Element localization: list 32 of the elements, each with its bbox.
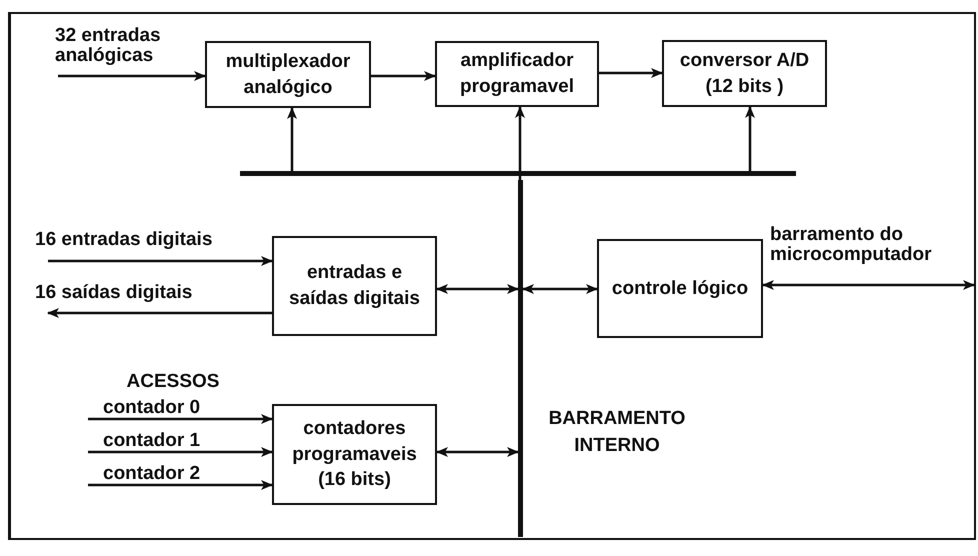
arrow: [88, 480, 273, 490]
bus-bar: [518, 180, 523, 537]
arrow: [436, 284, 519, 294]
arrow: [436, 447, 519, 457]
edge-label: 32 entradas analógicas: [55, 26, 162, 66]
arrow: [762, 280, 975, 290]
process-box: controle lógico: [597, 239, 763, 338]
arrow: [58, 71, 206, 81]
process-box: conversor A/D (12 bits ): [662, 40, 827, 107]
edge-label: barramento do microcomputador: [770, 225, 933, 265]
bus-label: BARRAMENTO INTERNO: [548, 407, 686, 458]
arrow: [48, 256, 273, 266]
edge-label: contador 1: [103, 431, 202, 451]
arrow: [47, 308, 272, 318]
edge-label: contador 2: [103, 464, 202, 484]
edge-label: 16 entradas digitais: [35, 230, 214, 250]
arrow: [599, 68, 663, 78]
arrow: [522, 284, 598, 294]
section-label: ACESSOS: [126, 372, 220, 392]
process-box: contadores programaveis (16 bits): [272, 404, 437, 505]
arrow: [88, 447, 273, 457]
process-box: multiplexador analógico: [205, 41, 371, 108]
arrow: [515, 106, 525, 180]
bus-bar: [240, 171, 796, 176]
edge-label: contador 0: [103, 398, 202, 418]
arrow: [371, 71, 436, 81]
process-box: entradas e saídas digitais: [272, 236, 437, 336]
edge-label: 16 saídas digitais: [35, 283, 194, 303]
process-box: amplificador programavel: [435, 41, 599, 107]
arrow: [88, 414, 273, 424]
arrow: [745, 106, 755, 171]
arrow: [287, 107, 297, 171]
